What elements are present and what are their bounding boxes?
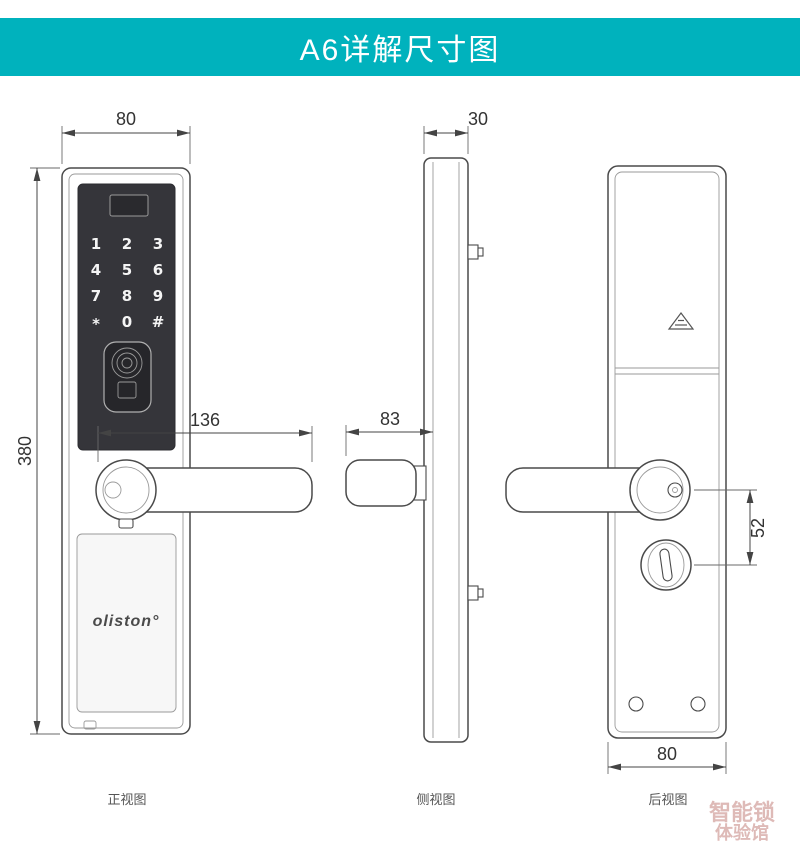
key-hash: # (152, 313, 165, 331)
page-title: A6详解尺寸图 (299, 34, 501, 67)
dim-side-thickness: 30 (423, 109, 488, 154)
watermark: 智能锁 体验馆 (688, 800, 796, 843)
dim-label-side-handle-depth: 83 (380, 409, 400, 429)
front-view: 1 2 3 4 5 6 7 8 9 * 0 # (15, 109, 313, 735)
dim-front-handle: 136 (97, 410, 313, 462)
back-body (607, 165, 727, 739)
side-body (423, 157, 469, 743)
side-bottom-pin (467, 585, 484, 601)
caption-front-view: 正视图 (107, 792, 146, 807)
screw-hole-left (628, 696, 644, 712)
dim-front-height: 380 (15, 167, 60, 735)
back-handle (505, 459, 691, 521)
key-4: 4 (91, 261, 101, 279)
side-view: 30 83 (345, 109, 488, 743)
key-2: 2 (122, 235, 132, 253)
dim-label-back-span: 52 (748, 518, 768, 538)
header-banner: A6详解尺寸图 (0, 18, 800, 76)
dim-back-handle-keyhole: 52 (694, 489, 768, 566)
dimension-diagram: 1 2 3 4 5 6 7 8 9 * 0 # (15, 109, 768, 807)
key-8: 8 (122, 287, 132, 305)
keyhole (640, 539, 692, 591)
bottom-port-detail (83, 720, 97, 730)
watermark-line1: 智能锁 (708, 800, 775, 825)
watermark-line2: 体验馆 (715, 823, 769, 843)
back-handle-boss (629, 459, 691, 521)
back-view: 52 80 (505, 165, 768, 774)
brand-logo: oliston° (93, 613, 160, 630)
display-window (109, 194, 149, 217)
spindle-detail (104, 481, 122, 499)
handle-lower-tab (118, 518, 134, 529)
key-1: 1 (91, 235, 101, 253)
dim-back-width: 80 (607, 742, 727, 774)
key-6: 6 (153, 261, 163, 279)
front-lower-panel (76, 533, 177, 713)
key-5: 5 (122, 261, 132, 279)
front-body-inner-line (68, 173, 184, 729)
key-0: 0 (122, 313, 132, 331)
key-9: 9 (153, 287, 163, 305)
caption-back-view: 后视图 (648, 792, 687, 807)
side-top-pin (467, 244, 484, 260)
dim-side-handle-depth: 83 (345, 409, 433, 456)
key-3: 3 (153, 235, 163, 253)
dim-label-front-height: 380 (15, 436, 35, 466)
keypad-keys: 1 2 3 4 5 6 7 8 9 * 0 # (91, 235, 165, 333)
side-handle (345, 459, 427, 507)
screw-hole-right (690, 696, 706, 712)
dim-label-front-handle: 136 (190, 410, 220, 430)
fingerprint-sensor-icon (103, 341, 152, 413)
keyhole-slot (659, 548, 673, 582)
key-star: * (92, 315, 100, 333)
back-body-inner-line (614, 171, 720, 733)
dim-label-front-width: 80 (116, 109, 136, 129)
view-captions: 正视图 侧视图 后视图 (107, 792, 687, 807)
front-handle (95, 459, 313, 529)
dim-label-side-thickness: 30 (468, 109, 488, 129)
key-7: 7 (91, 287, 101, 305)
dim-front-width: 80 (61, 109, 191, 164)
dim-label-back-width: 80 (657, 744, 677, 764)
caption-side-view: 侧视图 (416, 792, 455, 807)
handle-button (667, 482, 683, 498)
slide-open-icon (667, 312, 695, 330)
